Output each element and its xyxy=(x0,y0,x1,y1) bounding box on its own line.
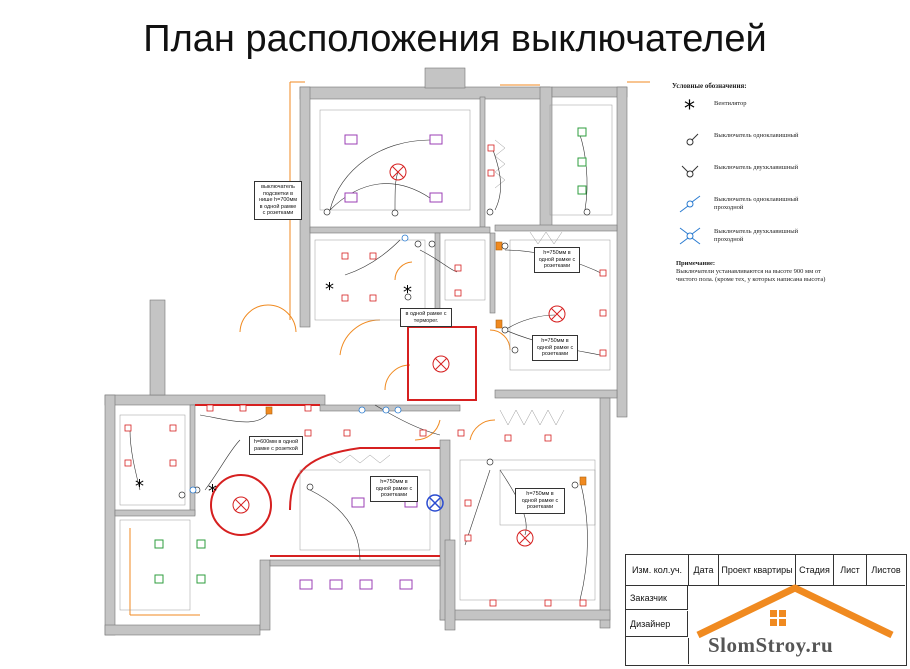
fan-icon: * xyxy=(135,476,144,497)
switches xyxy=(178,208,591,499)
legend-label: Выключатель одноклавишный проходной xyxy=(714,196,799,211)
legend-label: Выключатель двухклавишный проходной xyxy=(714,228,799,243)
fan-icon: * xyxy=(208,481,217,502)
ceiling-lights xyxy=(210,163,566,547)
light-bedroom xyxy=(516,529,534,547)
green-sockets xyxy=(154,127,587,584)
stamp-col3: Проект квартиры xyxy=(719,555,796,586)
single-switch-icon xyxy=(686,133,699,146)
legend-item-double-passthrough: Выключатель двухклавишный проходной xyxy=(672,226,902,258)
logo-text: SlomStroy.ru xyxy=(708,633,834,657)
double-passthrough-switch-icon xyxy=(679,227,701,245)
note-text: Выключатели устанавливаются на высоте 90… xyxy=(676,268,826,283)
purple-sockets xyxy=(299,134,443,590)
callout-room-right: h=750мм в одной рамке с розетками xyxy=(532,335,578,361)
red-walls xyxy=(195,326,477,557)
legend-label: Вентилятор xyxy=(714,100,747,107)
legend-label: Выключатель двухклавишный xyxy=(714,164,799,171)
light-right-room xyxy=(548,305,566,323)
callout-bedroom: h=750мм в одной рамке с розетками xyxy=(515,488,565,514)
stamp-row4 xyxy=(626,638,689,664)
stamp-row2: Заказчик xyxy=(626,586,688,610)
wiring xyxy=(129,134,606,601)
callout-niche: выключатель подсветки в нише h=700мм в о… xyxy=(254,181,302,220)
stamp-col5: Лист xyxy=(834,555,867,586)
furniture-outlines xyxy=(119,104,613,611)
fan-icon: * xyxy=(403,282,412,303)
walls xyxy=(104,67,628,636)
stamp-col1: Изм. кол.уч. xyxy=(626,555,689,586)
legend-item-fan: * Вентилятор xyxy=(672,98,902,130)
door-arcs xyxy=(129,81,650,616)
legend-item-single-switch: Выключатель одноклавишный xyxy=(672,130,902,162)
note-title: Примечание: xyxy=(676,260,716,267)
double-switch-icon xyxy=(681,165,699,178)
legend-item-single-passthrough: Выключатель одноклавишный проходной xyxy=(672,194,902,226)
legend-title: Условные обозначения: xyxy=(672,82,747,90)
house-roof-icon xyxy=(696,584,894,639)
stamp-col2: Дата xyxy=(689,555,719,586)
note: Примечание: Выключатели устанавливаются … xyxy=(676,260,826,284)
page-title: План расположения выключателей xyxy=(143,18,767,60)
stamp-row3: Дизайнер xyxy=(626,611,688,637)
callout-kitchen: h=750мм в одной рамке с розетками xyxy=(534,247,580,273)
fan-icon: * xyxy=(325,279,334,300)
callout-bath: в одной рамке с терморег. xyxy=(400,308,452,327)
callout-living: h=750мм в одной рамке с розетками xyxy=(370,476,418,502)
single-passthrough-switch-icon xyxy=(679,195,701,213)
stamp-col6: Листов xyxy=(867,555,905,586)
legend-label: Выключатель одноклавишный xyxy=(714,132,799,139)
spot-lights xyxy=(124,144,607,607)
svg-text:*: * xyxy=(684,98,695,118)
legend-item-double-switch: Выключатель двухклавишный xyxy=(672,162,902,194)
passthrough-switches xyxy=(189,234,409,494)
light-hall xyxy=(432,355,450,373)
callout-hall: h=600мм в одной рамке с розеткой xyxy=(249,436,303,455)
fans: * * * * xyxy=(135,279,412,502)
blue-light xyxy=(426,494,444,512)
light-kitchen-bedroom xyxy=(389,163,407,181)
stamp-col4: Стадия xyxy=(796,555,834,586)
light-round-hall xyxy=(210,474,272,536)
title-block: Изм. кол.уч. Дата Проект квартиры Стадия… xyxy=(625,554,907,666)
fan-icon: * xyxy=(684,98,695,118)
legend: Условные обозначения: * Вентилятор Выклю… xyxy=(672,82,902,258)
